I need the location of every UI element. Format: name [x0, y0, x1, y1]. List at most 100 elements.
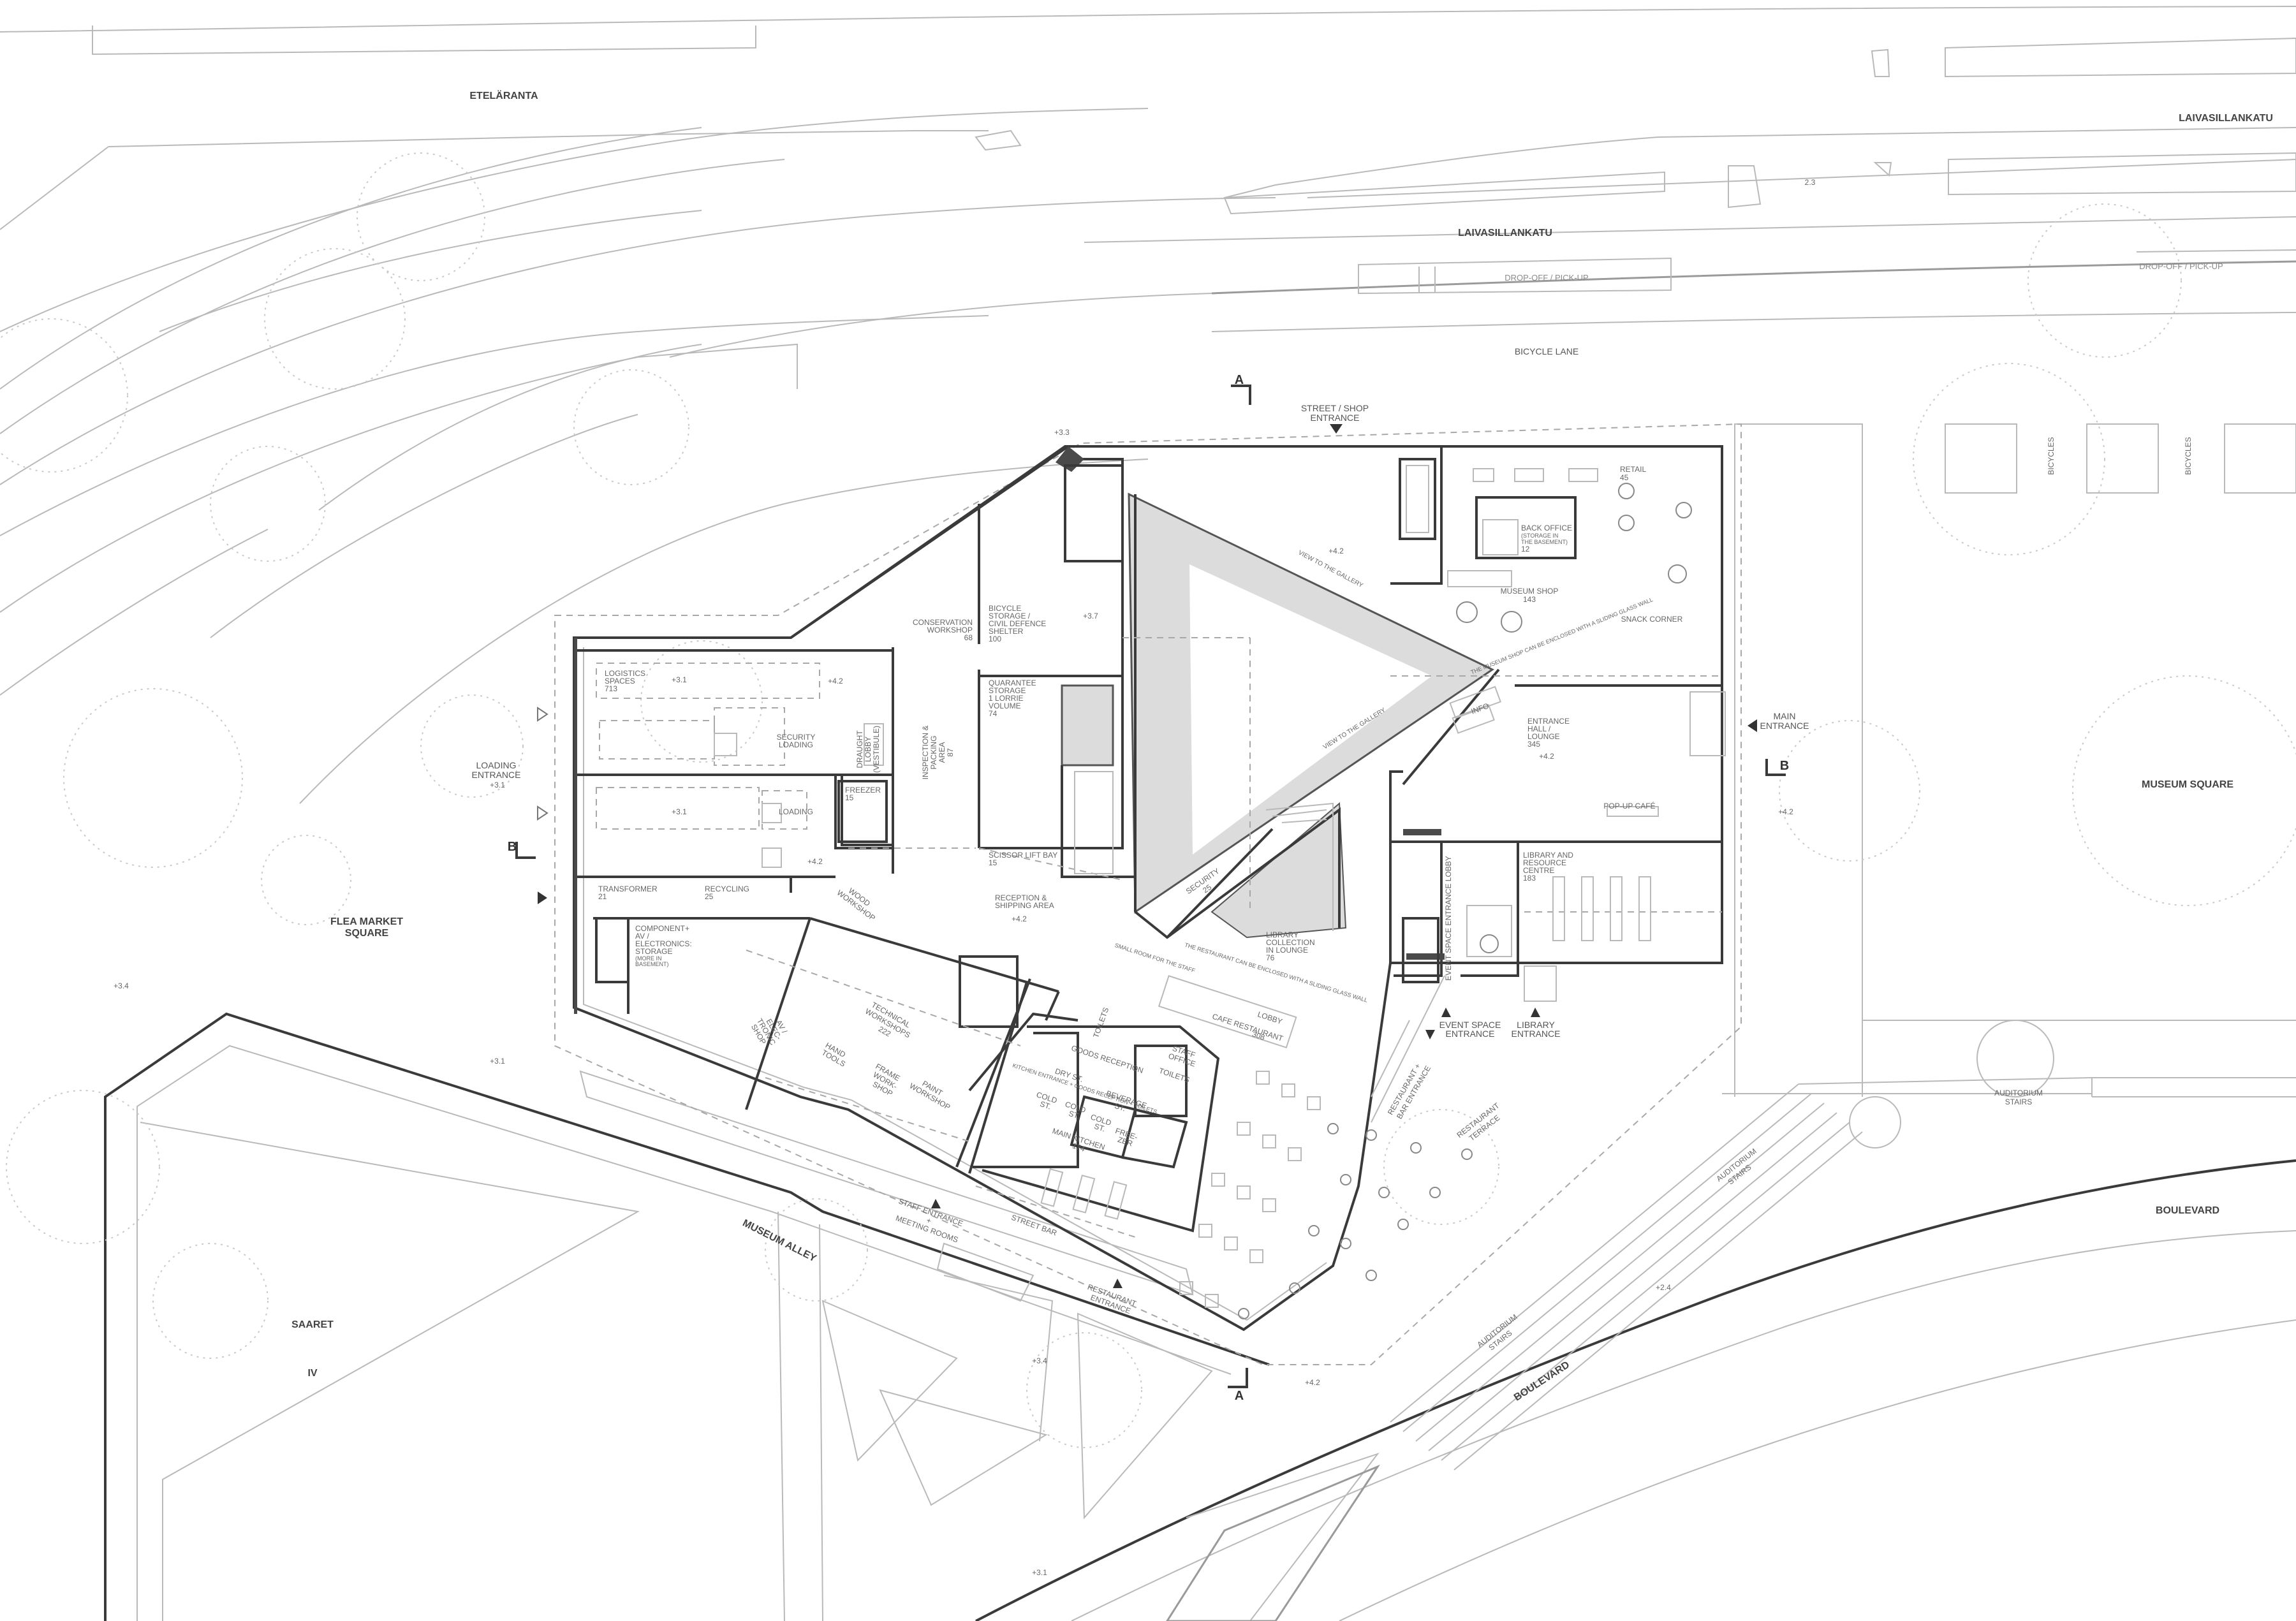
level-3-1-e: +3.1 [1032, 1568, 1047, 1577]
room-transformer-area: 21 [598, 892, 607, 901]
room-cold-2b: ST. [1068, 1109, 1081, 1121]
room-retail: RETAIL [1620, 465, 1646, 474]
label-auditorium-stairs-1a: AUDITORIUM [1994, 1089, 2043, 1097]
room-inspection-3: AREA [938, 742, 946, 763]
building [554, 423, 1742, 1365]
room-goods-reception: GOODS RECEPTION [1070, 1043, 1145, 1075]
room-security-loading-2: LOADING [779, 740, 813, 749]
room-inspection-2: PACKING [929, 735, 938, 769]
event-entrance-arrow [1441, 1008, 1451, 1017]
street-entrance-arrow [1330, 424, 1343, 434]
label-saaret-iv: IV [307, 1368, 317, 1379]
room-conservation-1: CONSERVATION [913, 618, 973, 627]
room-popup-cafe: POP-UP CAFÉ [1603, 801, 1655, 810]
room-recycling-area: 25 [705, 892, 714, 901]
room-freezer: FREEZER [845, 786, 881, 795]
room-main-kitchen-area: 174 [1071, 1141, 1087, 1154]
room-entrance-hall-3: LOUNGE [1527, 732, 1560, 741]
level-3-1-c: +3.1 [490, 781, 505, 789]
level-4-2-a: +4.2 [1328, 546, 1344, 555]
label-dropoff-1: DROP-OFF / PICK-UP [1505, 273, 1588, 282]
note-shop-glass: THE MUSEUM SHOP CAN BE ENCLOSED WITH A S… [1470, 596, 1654, 675]
level-4-2-e: +4.2 [1539, 752, 1554, 761]
level-3-4-a: +3.4 [114, 981, 129, 990]
label-staff-2: + [925, 1215, 932, 1226]
entrance-arrows [537, 424, 1757, 1288]
room-logistics-2: SPACES [605, 677, 635, 686]
room-transformer: TRANSFORMER [598, 884, 658, 893]
room-component-6: BASEMENT) [635, 961, 669, 967]
room-security-loading-1: SECURITY [777, 733, 816, 742]
label-main-2: ENTRANCE [1760, 721, 1809, 731]
label-bicycles-1: BICYCLES [2047, 437, 2056, 474]
room-quarantee-2: STORAGE [989, 686, 1026, 695]
room-library-collection-1: LIBRARY [1266, 930, 1299, 939]
room-cold-1b: ST. [1039, 1099, 1052, 1111]
room-inspection-1: INSPECTION & [921, 726, 930, 780]
section-labels: A A B B [508, 373, 1789, 1403]
label-auditorium-stairs-1b: STAIRS [2005, 1097, 2032, 1106]
room-component-5: (MORE IN [635, 955, 662, 962]
level-3-1-d: +3.1 [490, 1057, 505, 1066]
section-b-left: B [508, 840, 517, 854]
room-library-1: LIBRARY AND [1523, 851, 1573, 860]
room-draught-3: (VESTIBULE) [872, 726, 881, 773]
level-4-2-f: +4.2 [1778, 807, 1793, 816]
label-street-shop-2: ENTRANCE [1310, 413, 1359, 423]
level-3-3: +3.3 [1054, 428, 1070, 437]
room-quarantee-4: VOLUME [989, 701, 1021, 710]
room-scissor-lift: SCISSOR LIFT BAY [989, 851, 1057, 860]
room-quarantee-1: QUARANTEE [989, 678, 1036, 687]
level-4-2-d: +4.2 [1012, 914, 1027, 923]
room-reception-2: SHIPPING AREA [995, 901, 1054, 910]
auditorium-stairs-lines [1390, 1076, 2296, 1471]
label-etelaranta: ETELÄRANTA [469, 90, 538, 101]
level-4-2-g: +4.2 [1305, 1378, 1320, 1387]
room-museum-shop-area: 143 [1523, 595, 1536, 604]
room-logistics-1: LOGISTICS [605, 669, 645, 678]
room-freezer-area: 15 [845, 793, 854, 802]
room-component-3: ELECTRONICS: [635, 939, 692, 948]
section-a-bottom: A [1235, 1389, 1244, 1403]
library-entrance-arrow [1531, 1008, 1540, 1017]
label-street-shop-1: STREET / SHOP [1301, 403, 1369, 413]
label-laivasillankatu-2: LAIVASILLANKATU [2179, 113, 2273, 124]
label-dropoff-2: DROP-OFF / PICK-UP [2139, 261, 2223, 271]
trees [0, 152, 2296, 1448]
level-3-1-a: +3.1 [672, 675, 687, 684]
room-library-collection-2: COLLECTION [1266, 938, 1315, 947]
room-library-collection-3: IN LOUNGE [1266, 946, 1308, 955]
section-b-right: B [1780, 759, 1789, 773]
room-cold-3b: ST. [1093, 1122, 1107, 1134]
room-reception-1: RECEPTION & [995, 893, 1047, 902]
stair-cores [595, 458, 1439, 1028]
room-conservation-2: WORKSHOP [927, 626, 973, 634]
label-saaret: SAARET [291, 1319, 334, 1330]
room-bicycle-4: SHELTER [989, 627, 1024, 636]
label-laivasillankatu-1: LAIVASILLANKATU [1458, 228, 1552, 238]
level-2-3: 2.3 [1805, 178, 1816, 187]
room-entrance-hall-2: HALL / [1527, 724, 1551, 733]
room-quarantee-3: 1 LORRIE [989, 694, 1024, 703]
label-boulevard-1: BOULEVARD [2156, 1205, 2219, 1216]
room-recycling: RECYCLING [705, 884, 749, 893]
label-loading-2: ENTRANCE [471, 770, 520, 780]
main-entrance-arrow [1748, 719, 1757, 732]
staff-entrance-arrow [931, 1199, 941, 1208]
level-3-1-b: +3.1 [672, 807, 687, 816]
room-back-office-3: THE BASEMENT) [1521, 539, 1568, 545]
room-snack-corner: SNACK CORNER [1621, 615, 1683, 624]
room-inspection-area: 87 [946, 748, 955, 757]
room-retail-area: 45 [1620, 473, 1629, 482]
level-4-2-b: +4.2 [828, 677, 843, 686]
restaurant-tables [1179, 1071, 1473, 1319]
level-3-7: +3.7 [1083, 612, 1098, 620]
room-event-lobby: EVENT SPACE ENTRANCE LOBBY [1444, 856, 1453, 981]
label-event-2: ENTRANCE [1445, 1029, 1494, 1039]
room-back-office-2: (STORAGE IN [1521, 532, 1558, 539]
loading-entrance-arrow [538, 891, 547, 904]
label-library-1: LIBRARY [1517, 1020, 1555, 1030]
label-flea-market-1: FLEA MARKET [330, 916, 403, 927]
section-markers [515, 385, 1786, 1388]
